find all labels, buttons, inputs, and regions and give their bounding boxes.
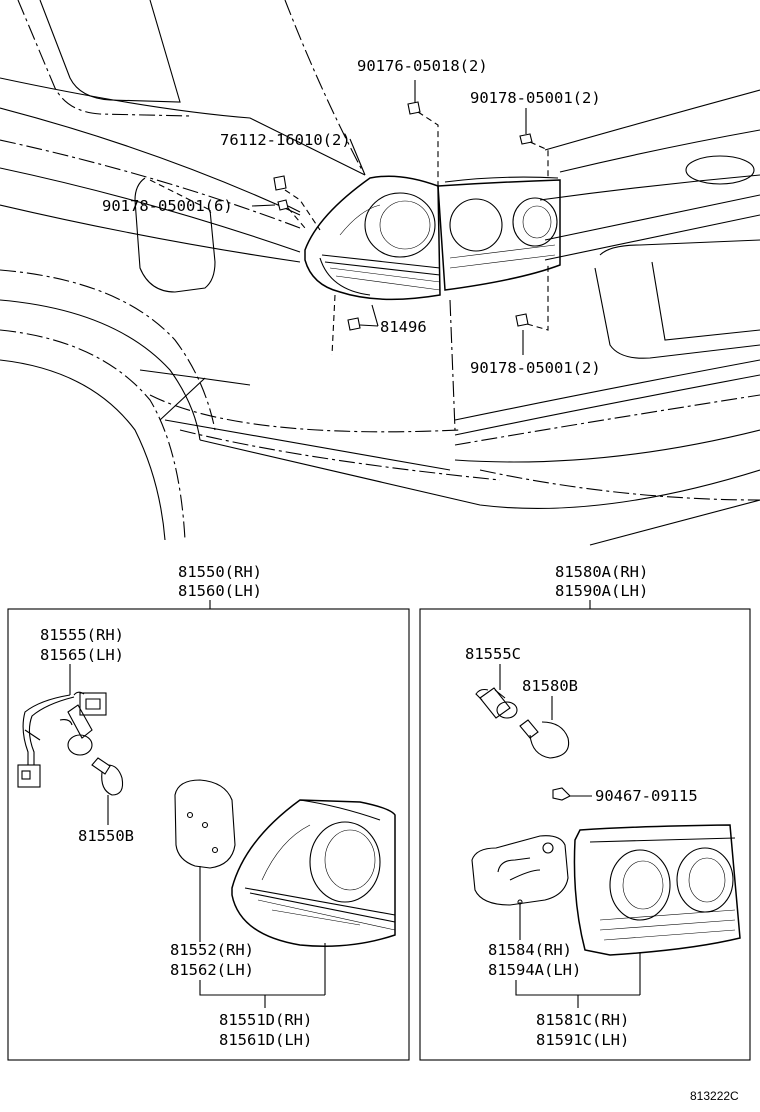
label-76112-16010: 76112-16010(2) (220, 131, 351, 149)
wire-harness-icon (17, 691, 107, 788)
label-81550b: 81550B (78, 827, 134, 845)
outer-lamp-assembly-box (7, 608, 410, 1061)
label-81562-lh: 81562(LH) (170, 961, 254, 979)
outer-tail-lamp-icon (231, 799, 396, 947)
label-81594a-lh: 81594A(LH) (488, 961, 581, 979)
label-90178-05001-top: 90178-05001(2) (470, 89, 601, 107)
label-81555-rh: 81555(RH) (40, 626, 124, 644)
inner-lamp-on-vehicle (437, 176, 561, 291)
label-90176-05018: 90176-05018(2) (357, 57, 488, 75)
inner-tail-lamp-icon (573, 824, 741, 956)
outer-lamp-on-vehicle (304, 175, 441, 301)
gasket-icon (174, 779, 236, 869)
screw-icon (552, 787, 571, 801)
label-81551d-rh: 81551D(RH) (219, 1011, 312, 1029)
label-81561d-lh: 81561D(LH) (219, 1031, 312, 1049)
label-81580a-rh: 81580A(RH) (555, 563, 648, 581)
bulb-icon (519, 719, 570, 759)
label-81590a-lh: 81590A(LH) (555, 582, 648, 600)
label-81580b: 81580B (522, 677, 578, 695)
label-81496: 81496 (380, 318, 427, 336)
nut-icon (515, 313, 529, 327)
leader-lines-top (251, 80, 549, 356)
gasket-icon (471, 835, 569, 906)
label-90467-09115: 90467-09115 (595, 787, 698, 805)
label-81591c-lh: 81591C(LH) (536, 1031, 629, 1049)
label-81560-lh: 81560(LH) (178, 582, 262, 600)
label-81584-rh: 81584(RH) (488, 941, 572, 959)
label-81555c: 81555C (465, 645, 521, 663)
label-90178-05001-six: 90178-05001(6) (102, 197, 233, 215)
label-81565-lh: 81565(LH) (40, 646, 124, 664)
nut-icon (519, 133, 533, 145)
label-90178-05001-bottom: 90178-05001(2) (470, 359, 601, 377)
figure-code: 813222C (690, 1089, 739, 1103)
bulb-icon (91, 757, 124, 796)
socket-icon (475, 687, 518, 719)
nut-icon (277, 199, 289, 211)
label-81550-rh: 81550(RH) (178, 563, 262, 581)
label-81552-rh: 81552(RH) (170, 941, 254, 959)
label-81581c-rh: 81581C(RH) (536, 1011, 629, 1029)
nut-icon (347, 317, 361, 331)
inner-lamp-assembly-box (419, 608, 751, 1061)
screw-icon (273, 175, 287, 191)
vehicle-body-outline (0, 0, 760, 546)
